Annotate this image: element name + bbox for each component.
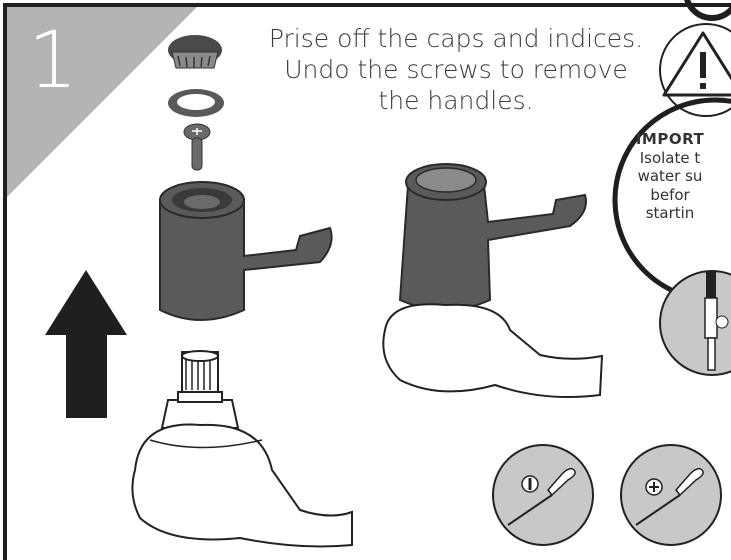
tap-assembled-right bbox=[383, 164, 602, 397]
tap-body-left bbox=[132, 351, 352, 546]
up-arrow-icon bbox=[45, 270, 127, 418]
phillips-screwdriver-icon bbox=[621, 445, 721, 545]
cap-part bbox=[168, 35, 222, 68]
important-title: IMPORT bbox=[600, 130, 731, 149]
important-line-2: water su bbox=[600, 167, 731, 186]
index-ring-part bbox=[168, 89, 224, 117]
important-line-3: befor bbox=[600, 186, 731, 205]
important-line-4: startin bbox=[600, 204, 731, 223]
page-corner-mark bbox=[686, 0, 731, 18]
isolation-valve-illustration bbox=[660, 271, 731, 375]
screw-part bbox=[184, 124, 210, 170]
handle-left bbox=[160, 182, 332, 320]
flat-screwdriver-icon bbox=[493, 445, 593, 545]
important-note: IMPORT Isolate t water su befor startin bbox=[600, 130, 731, 223]
important-line-1: Isolate t bbox=[600, 149, 731, 168]
